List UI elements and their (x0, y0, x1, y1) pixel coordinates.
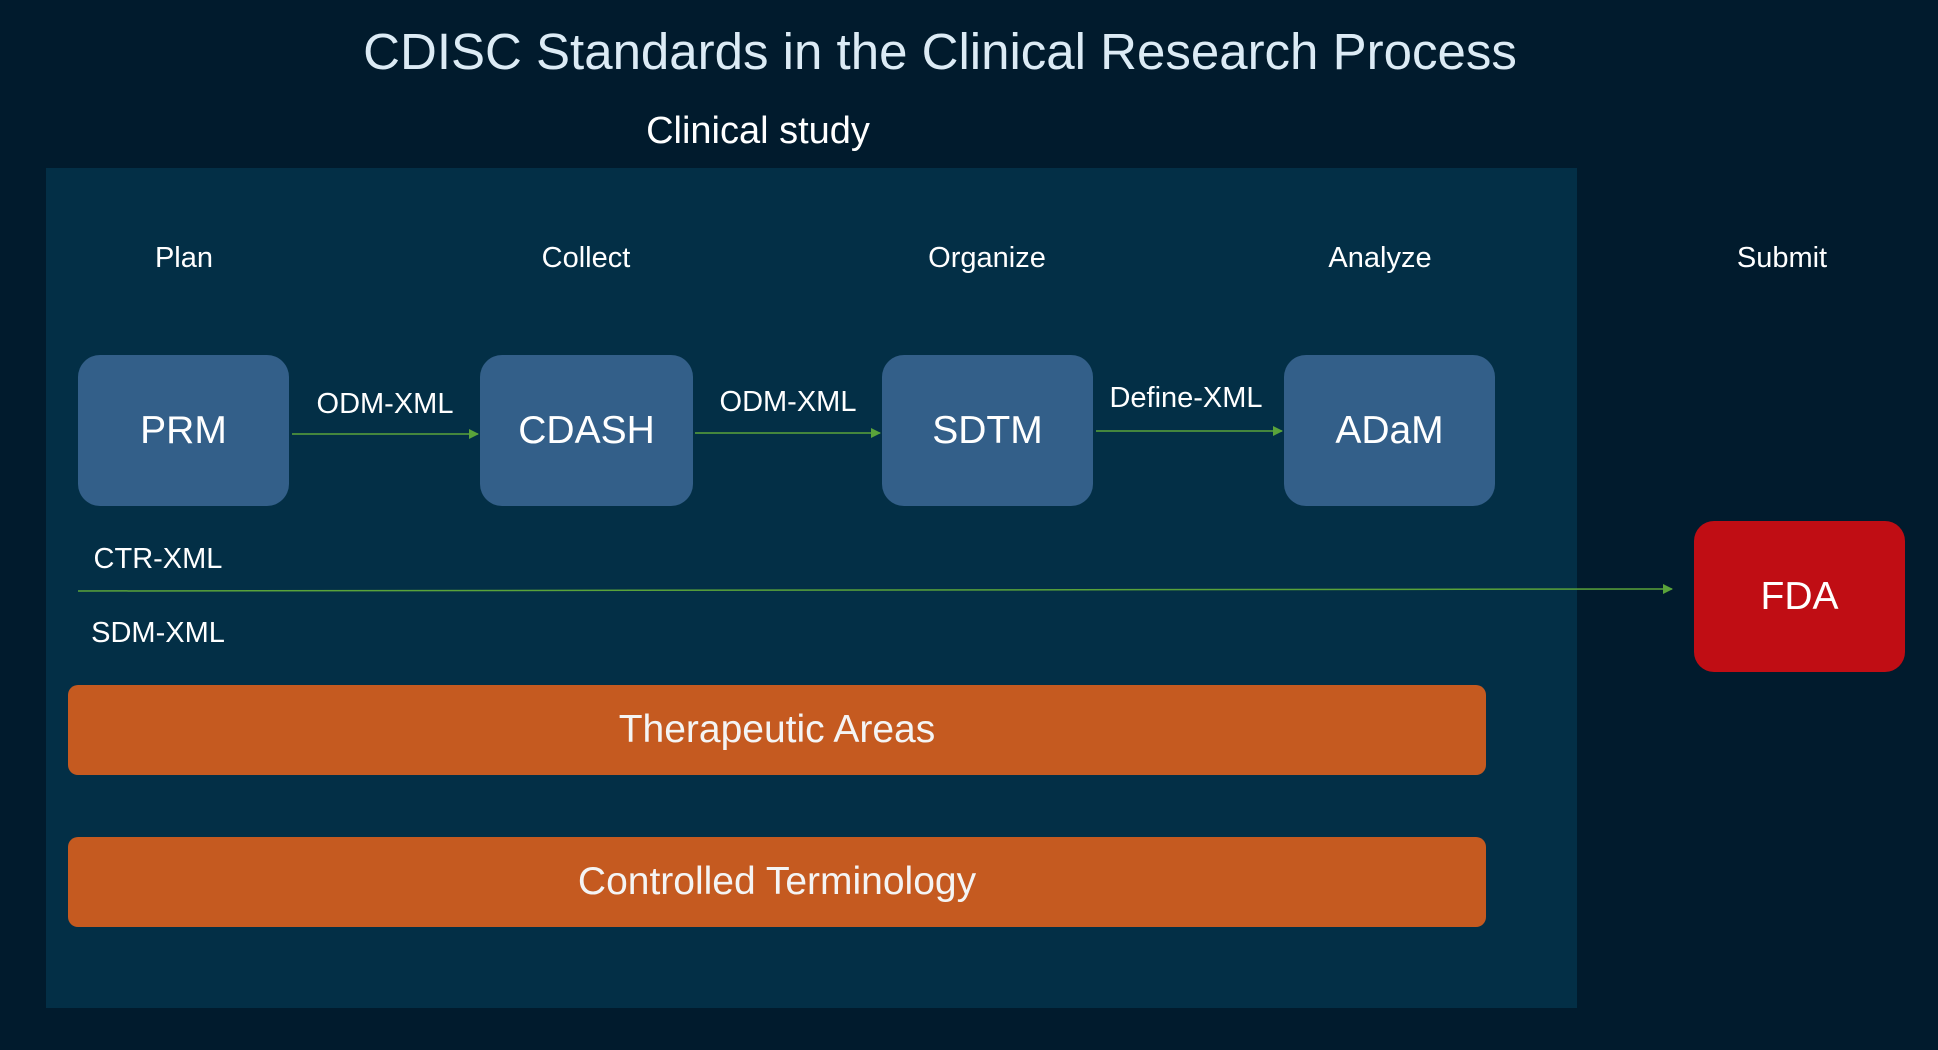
clinical-study-label: Clinical study (646, 110, 870, 152)
standard-sdtm-box: SDTM (882, 355, 1093, 506)
phase-collect-label: Collect (541, 242, 631, 274)
format-odm-xml-label-1: ODM-XML (316, 388, 454, 420)
controlled-terminology-bar: Controlled Terminology (68, 837, 1486, 927)
format-sdm-xml-label: SDM-XML (91, 617, 225, 649)
format-define-xml-label: Define-XML (1109, 382, 1263, 414)
format-ctr-xml-label: CTR-XML (93, 543, 223, 575)
phase-analyze-label: Analyze (1328, 242, 1432, 274)
format-odm-xml-label-2: ODM-XML (719, 386, 857, 418)
standard-adam-box: ADaM (1284, 355, 1495, 506)
therapeutic-areas-bar: Therapeutic Areas (68, 685, 1486, 775)
standard-cdash-box: CDASH (480, 355, 693, 506)
diagram-title: CDISC Standards in the Clinical Research… (363, 23, 1517, 80)
phase-organize-label: Organize (928, 242, 1046, 274)
fda-box: FDA (1694, 521, 1905, 672)
standard-prm-box: PRM (78, 355, 289, 506)
phase-submit-label: Submit (1736, 242, 1828, 274)
phase-plan-label: Plan (154, 242, 214, 274)
